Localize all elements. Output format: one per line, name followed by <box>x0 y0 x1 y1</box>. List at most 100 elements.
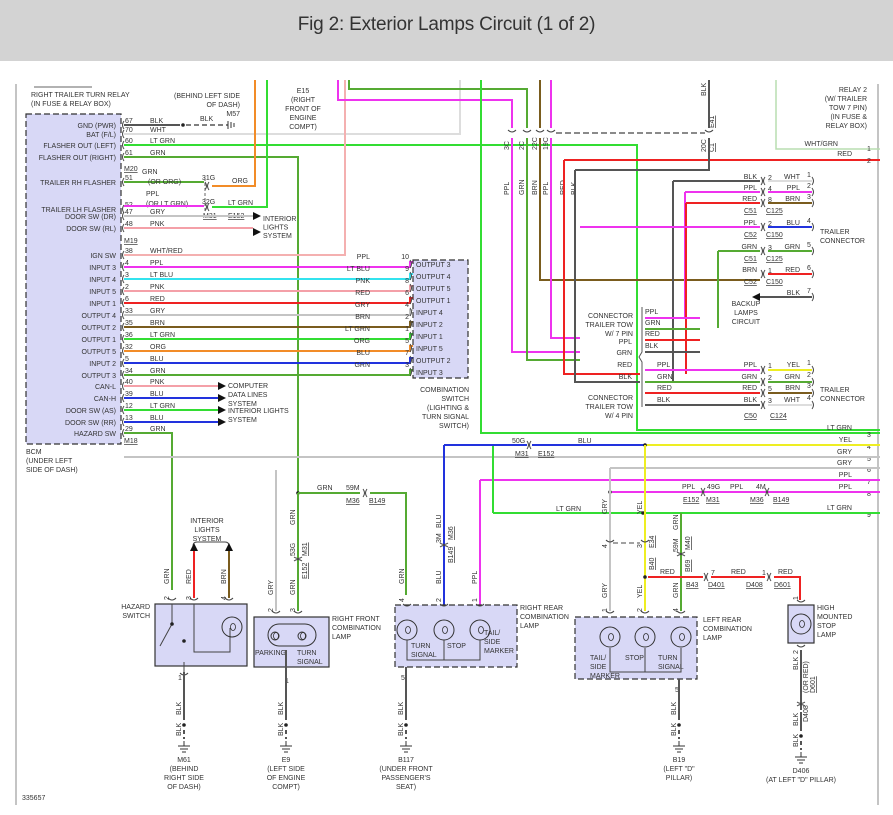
wire-color-label: GRN <box>616 350 632 357</box>
pin-number: 4 <box>399 598 406 602</box>
tow7-label: W/ 7 PIN <box>605 331 633 338</box>
pin-connector-icon <box>122 274 125 284</box>
wire-grn-rr <box>370 492 407 595</box>
wire-color-label: RED <box>186 569 193 584</box>
splice-dot <box>181 123 185 127</box>
bcm-label: SIDE OF DASH) <box>26 467 78 474</box>
lamp-ground-bus <box>406 640 481 661</box>
bcm-pin-number: 29 <box>125 426 133 433</box>
connector-id-label: E41 <box>709 115 716 128</box>
connector-pin-label: 32G <box>202 199 215 206</box>
bcm-pin-number: 38 <box>125 248 133 255</box>
connector-id-label: C125 <box>766 208 783 215</box>
bulb-label: TAIL/ <box>484 630 500 637</box>
connector-id-label: B43 <box>686 582 699 589</box>
left-rear-lamp-label: LEFT REAR <box>703 617 741 624</box>
ground-desc: PILLAR) <box>666 775 692 782</box>
bulb-label: SIGNAL <box>658 664 684 671</box>
dual-bulb-icon <box>267 623 317 647</box>
pin-connector-icon <box>122 140 125 150</box>
connector-pin-label: 3 <box>768 398 772 405</box>
wire-color-label: GRN <box>645 320 661 327</box>
pin-number: 1 <box>793 596 800 600</box>
pin-connector-icon <box>676 610 686 614</box>
bus-color-label: LT GRN <box>827 505 852 512</box>
bulb-filament-icon <box>230 623 236 631</box>
wire-color-label: LT BLU <box>150 272 173 279</box>
connector-pin-label: 50G <box>512 438 525 445</box>
bulb-label: MARKER <box>484 648 514 655</box>
wire-color-label: BLK <box>645 343 659 350</box>
connector-id-label: C1 <box>709 143 716 152</box>
wire-color-label: BLK <box>787 290 801 297</box>
c1-pin-label: 22C <box>532 137 539 150</box>
ground-id: E9 <box>282 757 291 764</box>
pin-number: 1 <box>762 570 766 577</box>
pin-connector-icon <box>811 269 814 279</box>
interior-lights-label: SYSTEM <box>228 417 257 424</box>
bcm-pin-name: DOOR SW (RR) <box>65 420 116 427</box>
computer-data-label: DATA LINES <box>228 392 268 399</box>
wire-color-label: YEL <box>637 585 644 598</box>
e15-label: E15 <box>297 88 310 95</box>
wire-flasher-left <box>124 144 880 431</box>
wire-color-label: PNK <box>150 221 165 228</box>
wire-color-label: BLK <box>744 397 758 404</box>
connector-id-label: E152 <box>302 563 309 579</box>
wire-color-label: PPL <box>730 484 743 491</box>
wire-color-label: GRN <box>399 568 406 584</box>
figure-title: Fig 2: Exterior Lamps Circuit (1 of 2) <box>297 14 596 35</box>
wire-color-label: PPL <box>744 220 757 227</box>
pin-connector-icon <box>409 331 412 341</box>
wire-color-label: GRN <box>150 426 166 433</box>
wire-bcm-to-combo <box>124 345 437 352</box>
ground-id: B19 <box>673 757 686 764</box>
inline-connector-icon <box>362 488 368 498</box>
m57-label: (BEHIND LEFT SIDE <box>174 93 240 100</box>
connector-pin-label: 3 <box>807 194 811 201</box>
wire-color-label: BLK <box>671 722 678 736</box>
bcm-pin-name: OUTPUT 2 <box>82 325 117 332</box>
pin-connector-icon <box>122 223 125 233</box>
connector-id-label: M31 <box>515 451 529 458</box>
pin-connector-icon <box>409 367 412 377</box>
wire-color-label: RED <box>150 296 165 303</box>
wire-color-label: (OR RED) <box>803 661 810 693</box>
wire-color-label: RED <box>645 331 660 338</box>
backup-lamps-label: CIRCUIT <box>732 319 761 326</box>
pin-connector-icon <box>122 152 125 162</box>
trailer-connector-label: CONNECTOR <box>820 396 865 403</box>
connector-id-label: C52 <box>744 279 757 286</box>
bcm-pin-number: 67 <box>125 118 133 125</box>
bcm-pin-name: TRAILER RH FLASHER <box>40 180 116 187</box>
combination-switch-label: COMBINATION <box>420 387 469 394</box>
wire-bcm-to-combo <box>124 297 437 304</box>
wire-color-label: GRN <box>317 485 333 492</box>
wire-color-label: RED <box>617 362 632 369</box>
wire-color-label: GRN <box>741 374 757 381</box>
connector-pin-label: 3M <box>436 533 443 543</box>
figure-id: 335657 <box>22 795 45 802</box>
splice-dot <box>182 723 186 727</box>
wire-color-label: GRN <box>150 368 166 375</box>
wire-color-label: GRN <box>657 374 673 381</box>
wire-color-label: LT GRN <box>150 138 175 145</box>
wire-color-label: BLK <box>671 701 678 715</box>
wire-blk-down <box>574 170 640 383</box>
bulb-filament-icon <box>273 632 279 640</box>
combo-pin-name: OUTPUT 1 <box>416 298 451 305</box>
wire-color-label: GRY <box>602 499 609 514</box>
wire-color-label: PPL <box>146 191 159 198</box>
pin-connector-icon <box>122 262 125 272</box>
wire-bcm-to-combo <box>124 357 437 364</box>
connector-id-label: M36 <box>448 526 455 540</box>
connector-id-label: M36 <box>346 498 360 505</box>
wire-color-label: BLK <box>278 701 285 715</box>
connector-pin-label: 2 <box>768 175 772 182</box>
pin-number: 1 <box>472 598 479 602</box>
wire-color-label: PPL <box>472 571 479 584</box>
pin-number: 4 <box>673 608 680 612</box>
pin-number: 2 <box>637 608 644 612</box>
left-rear-lamp <box>574 616 698 680</box>
bcm-pin-name: INPUT 3 <box>89 265 116 272</box>
